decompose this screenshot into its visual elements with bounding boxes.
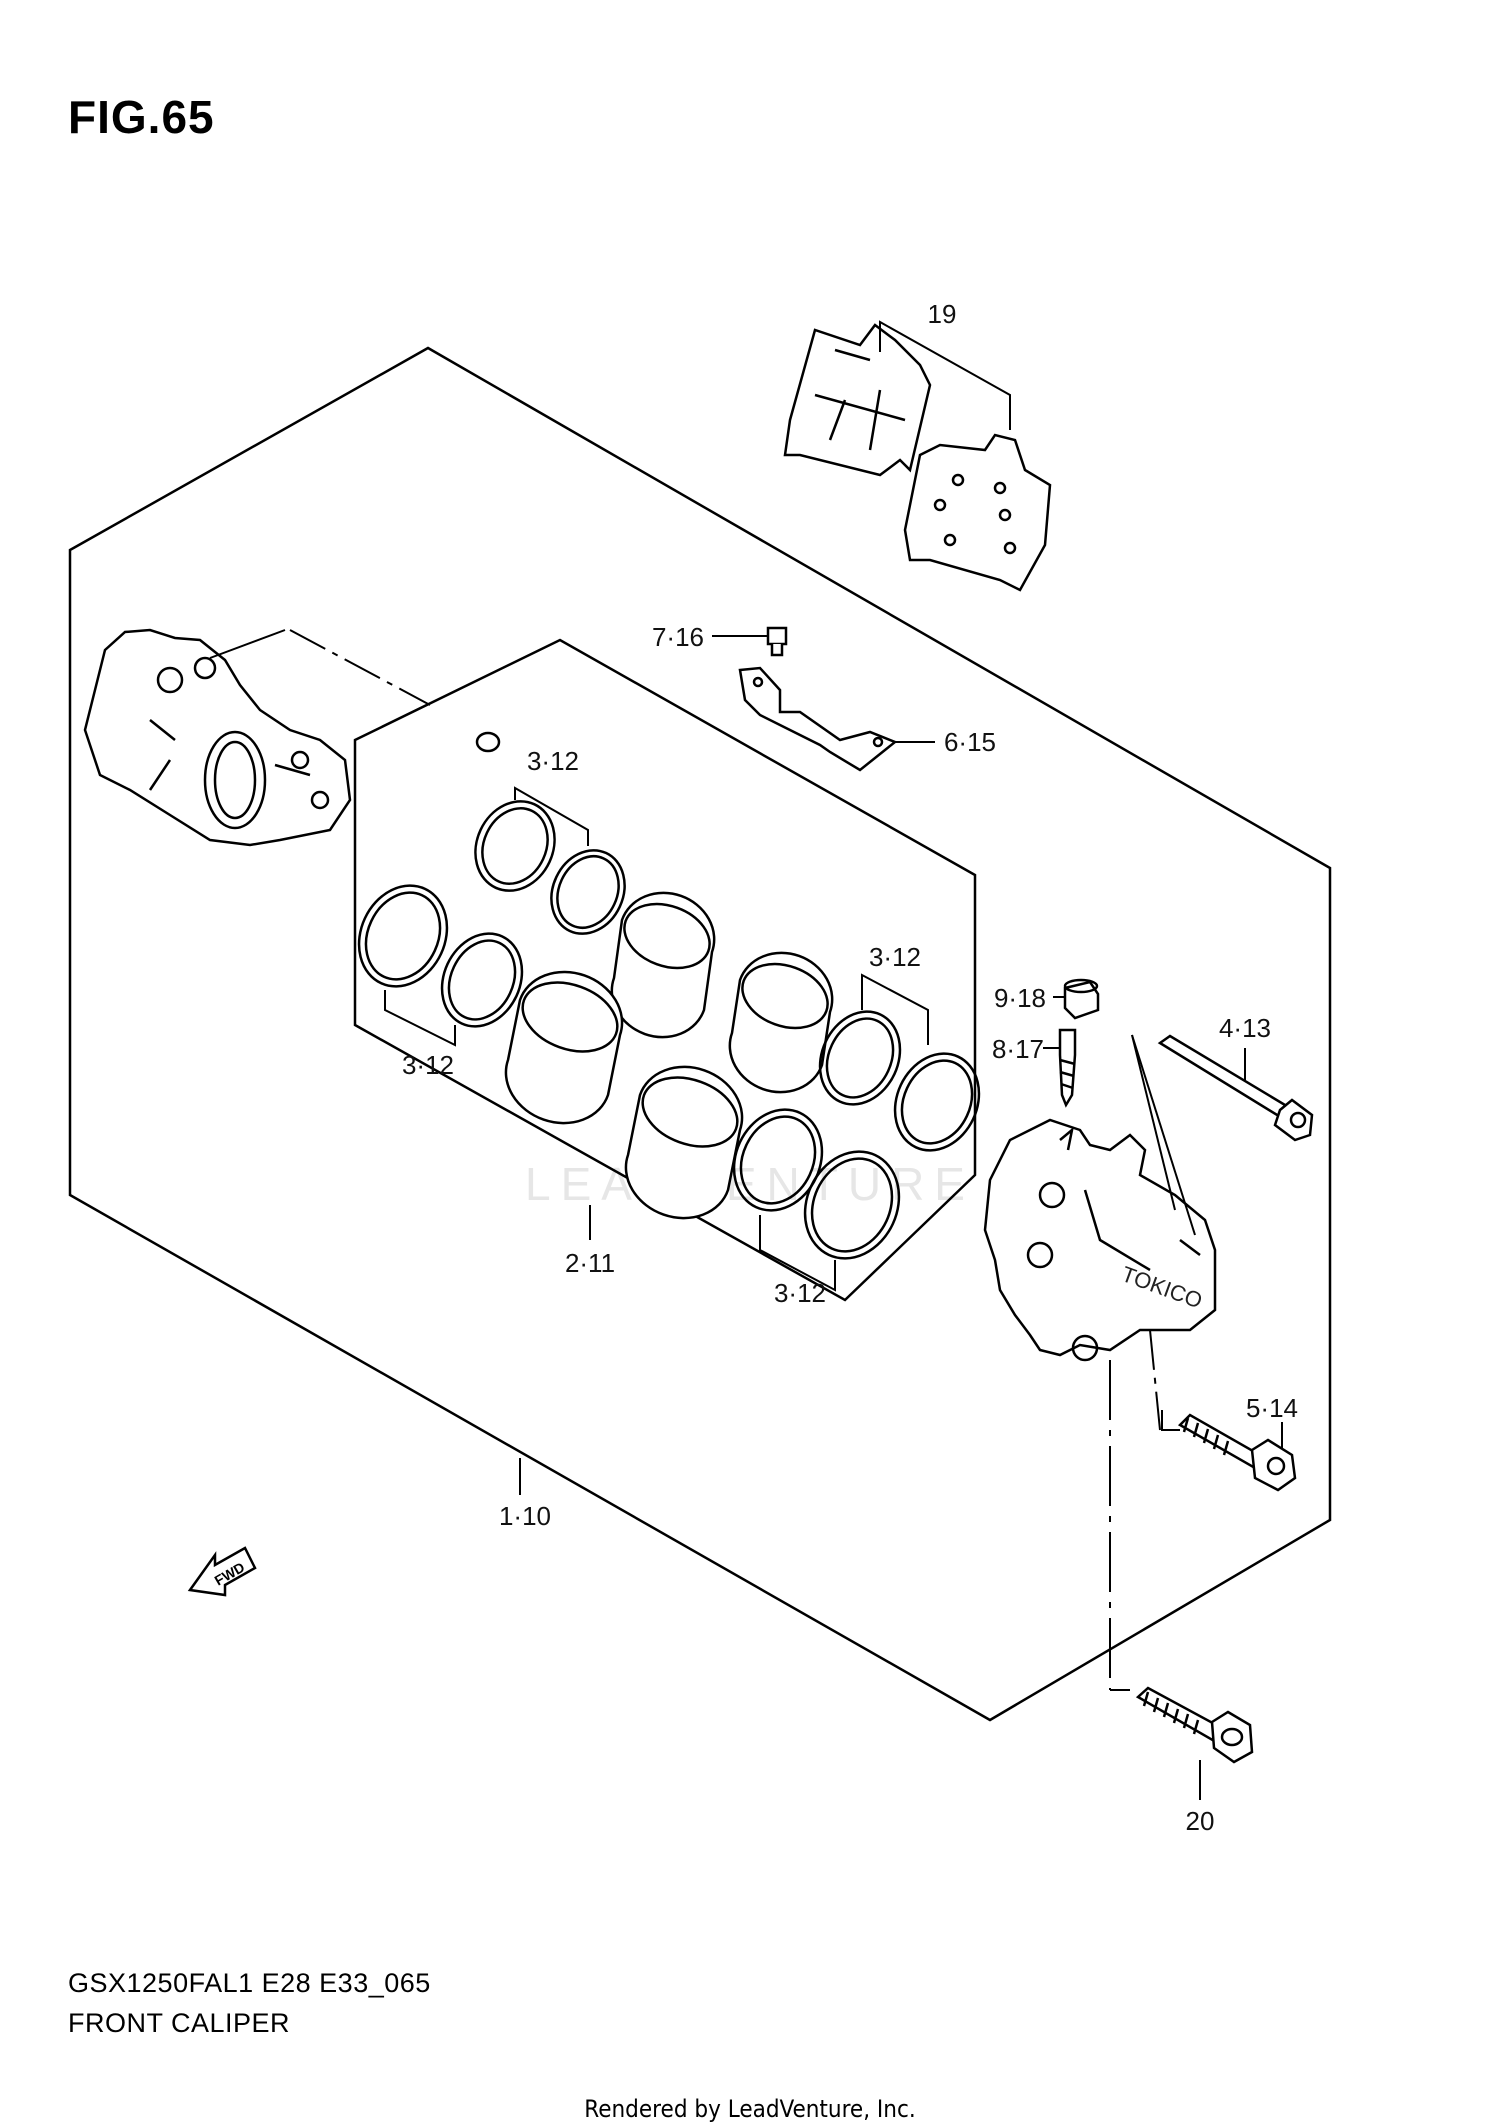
callout-7-16: 7·16 xyxy=(652,622,704,652)
centerline-caliper-left xyxy=(289,629,431,706)
callout-3-12-a: 3·12 xyxy=(527,746,579,776)
seal-group-top xyxy=(474,800,626,935)
mounting-bolt-b xyxy=(1135,1686,1254,1764)
bleeder-cap xyxy=(1063,978,1100,1020)
leader-19 xyxy=(879,320,1011,430)
callout-1-10: 1·10 xyxy=(499,1501,551,1531)
washer xyxy=(475,731,501,753)
bracket-3-12-b xyxy=(384,990,456,1047)
seal-group-right xyxy=(818,1010,981,1152)
callout-3-12-b: 3·12 xyxy=(402,1050,454,1080)
callout-4-13: 4·13 xyxy=(1219,1013,1271,1043)
pistons xyxy=(504,891,834,1220)
brake-pad-left xyxy=(783,323,932,477)
mounting-bolt-a xyxy=(1177,1413,1297,1492)
piston-kit-outline xyxy=(353,638,977,1302)
pad-pin xyxy=(1157,1034,1314,1142)
figure-caption: FRONT CALIPER xyxy=(68,2008,291,2038)
figure-title: FIG.65 xyxy=(68,91,215,143)
bracket-3-12-c xyxy=(861,973,929,1045)
leader-5-14-bolt xyxy=(1161,1410,1180,1431)
callout-2-11: 2·11 xyxy=(565,1248,615,1278)
brake-pad-right xyxy=(903,433,1052,592)
bracket-3-12-a xyxy=(514,786,589,846)
seal-group-left xyxy=(357,884,524,1028)
centerline-5-14 xyxy=(1149,1329,1161,1431)
callout-8-17: 8·17 xyxy=(992,1034,1044,1064)
bleeder-screw xyxy=(1058,1028,1077,1108)
model-code: GSX1250FAL1 E28 E33_065 xyxy=(68,1968,431,1998)
bracket-3-12-d xyxy=(759,1215,836,1292)
caliper-half-left xyxy=(83,628,352,847)
leader-pin-a xyxy=(1131,1034,1196,1236)
callout-5-14: 5·14 xyxy=(1246,1393,1298,1423)
caliper-half-right: TOKICO xyxy=(983,1118,1217,1362)
callout-3-12-d: 3·12 xyxy=(774,1278,826,1308)
pad-spring-screw xyxy=(766,626,788,657)
leader-caliper-left xyxy=(209,629,286,659)
leader-pin-b xyxy=(1131,1034,1176,1211)
callout-9-18: 9·18 xyxy=(994,983,1046,1013)
callout-3-12-c: 3·12 xyxy=(869,942,921,972)
callout-6-15: 6·15 xyxy=(944,727,996,757)
seal-group-bottom xyxy=(732,1108,901,1260)
render-credit: Rendered by LeadVenture, Inc. xyxy=(584,2095,916,2123)
callout-20: 20 xyxy=(1186,1806,1215,1836)
callout-19: 19 xyxy=(928,299,957,329)
assembly-outline xyxy=(68,346,1332,1722)
fwd-arrow-icon: FWD xyxy=(187,1546,257,1597)
